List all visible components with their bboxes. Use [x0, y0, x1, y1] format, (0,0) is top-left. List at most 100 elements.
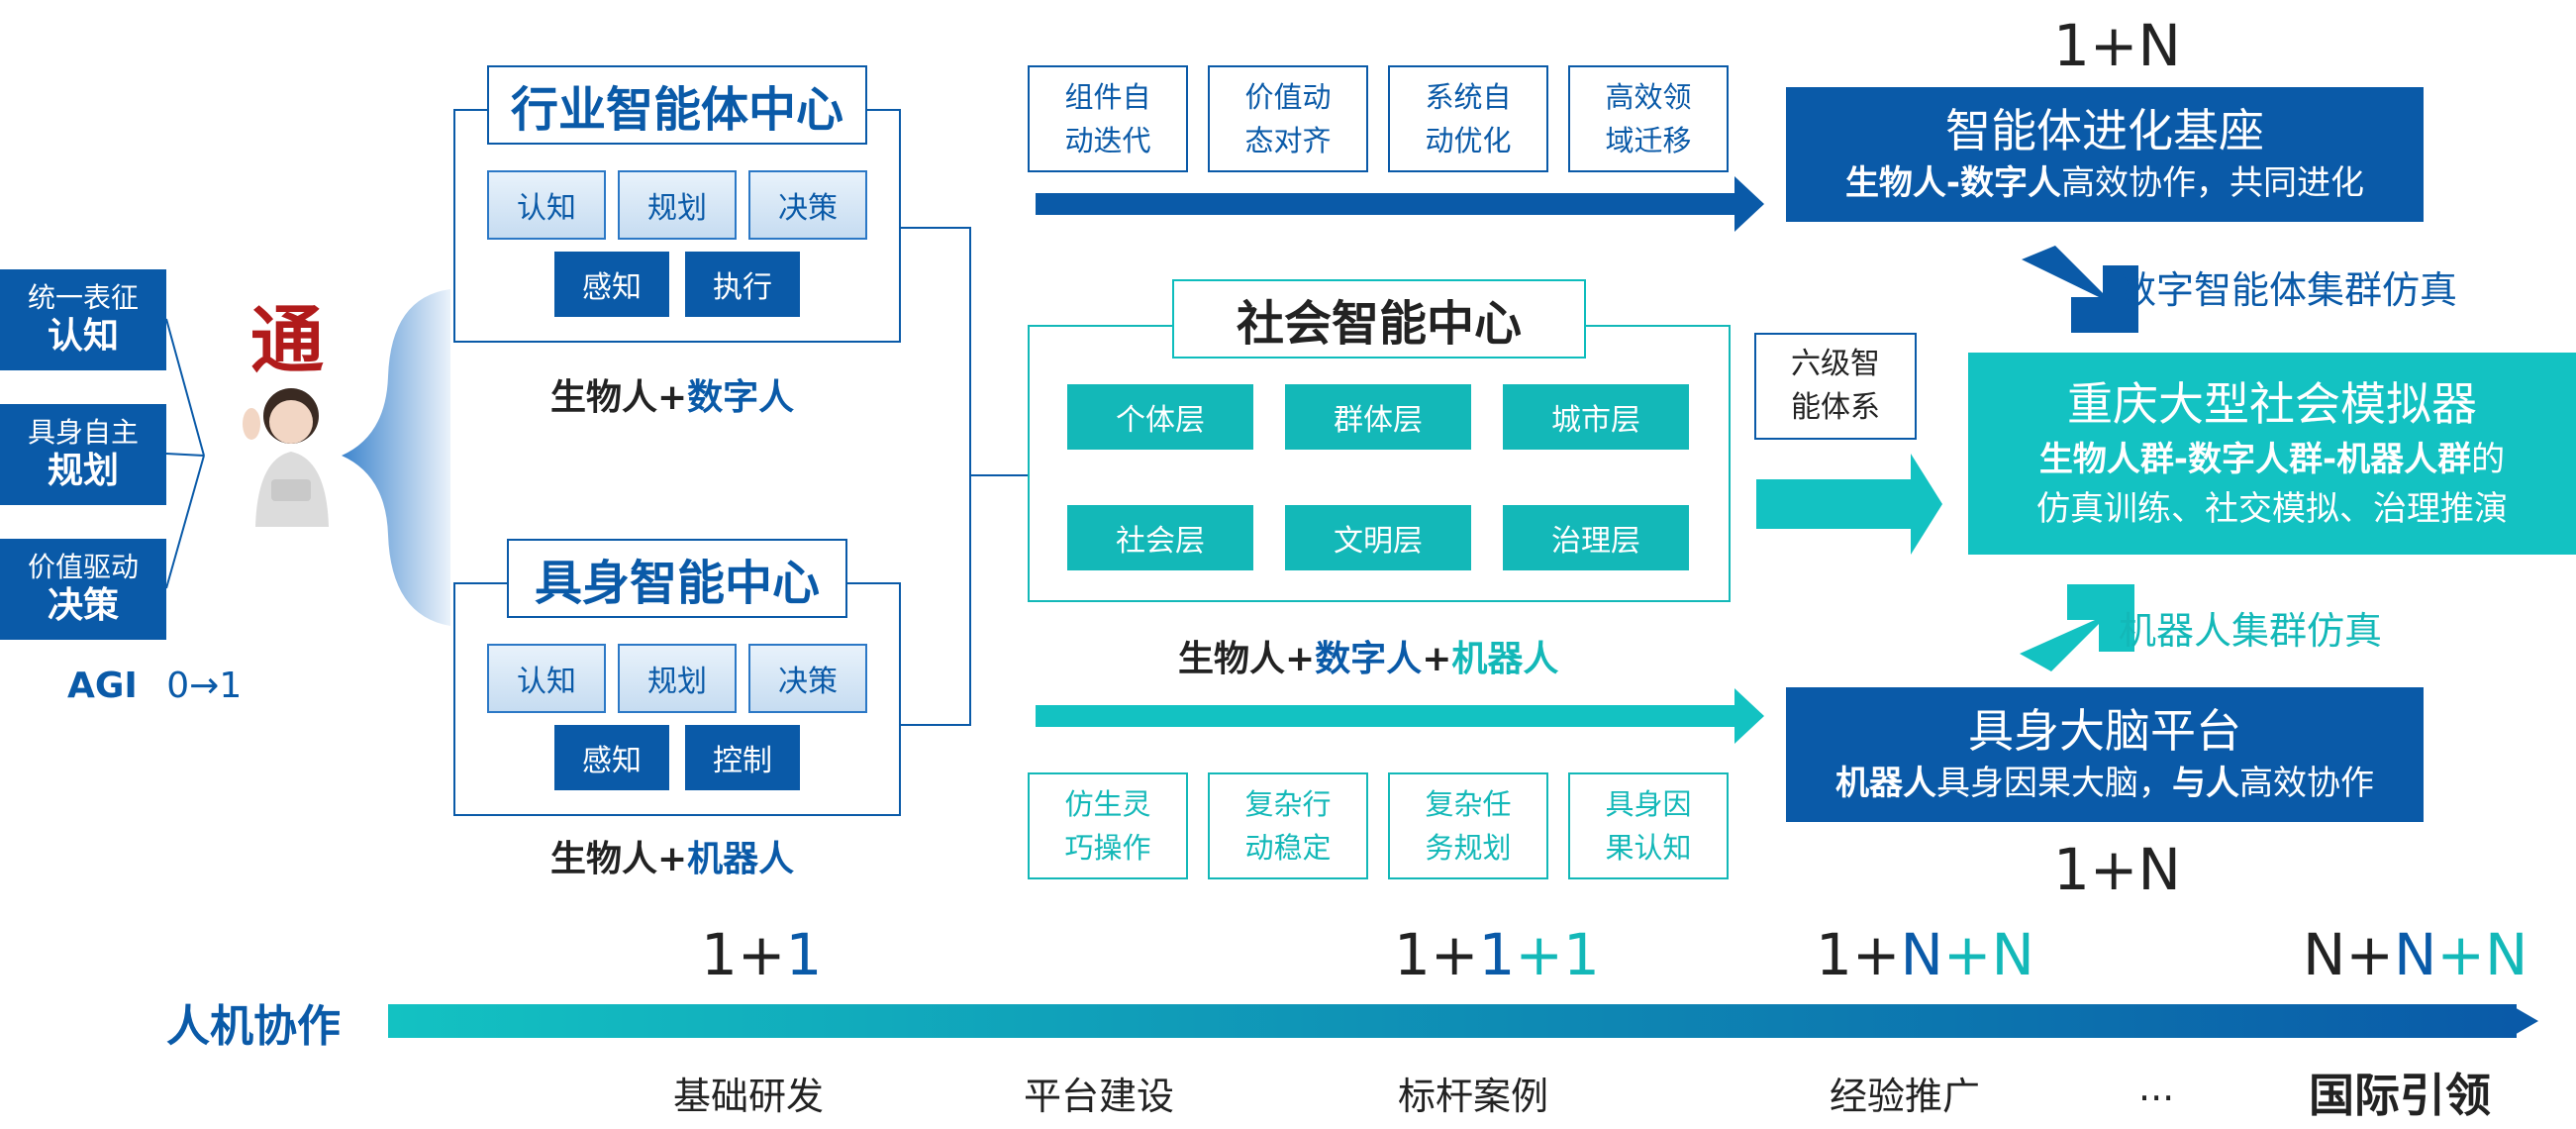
- embodied-caption: 生物人+机器人: [550, 830, 794, 881]
- industry-caption: 生物人+数字人: [550, 368, 794, 420]
- timeline-ratio-3: 1+N+N: [1816, 921, 2034, 988]
- simulator-box: 重庆大型社会模拟器 生物人群-数字人群-机器人群的 仿真训练、社交模拟、治理推演: [1968, 353, 2576, 555]
- stage-platform-building: 平台建设: [1024, 1075, 1175, 1118]
- timeline-ratio-4: N+N+N: [2303, 921, 2527, 988]
- embodied-btn-control: 控制: [685, 725, 800, 790]
- evolution-base-box: 智能体进化基座 生物人-数字人高效协作，共同进化: [1786, 87, 2424, 222]
- line-bold: 生物人群-数字人群-机器人群: [2038, 440, 2472, 479]
- embodied-center-title-text: 具身智能中心: [534, 556, 820, 611]
- layer-governance: 治理层: [1503, 505, 1689, 570]
- caption-part: 生物人+: [1178, 639, 1316, 679]
- caption-part: 数字人: [687, 377, 795, 418]
- agi-label-sub: 0→1: [166, 666, 243, 706]
- agi-item-big: 决策: [47, 585, 119, 626]
- line-rest: 的: [2471, 440, 2506, 479]
- social-center-title: 社会智能中心: [1172, 279, 1586, 359]
- bottom-tag: 仿生灵 巧操作: [1028, 772, 1188, 879]
- layer-individual: 个体层: [1067, 384, 1253, 450]
- layer-city: 城市层: [1503, 384, 1689, 450]
- caption-part: 机器人: [1451, 639, 1559, 679]
- stage-benchmark-cases: 标杆案例: [1398, 1075, 1549, 1118]
- evolution-base-title: 智能体进化基座: [1945, 104, 2264, 157]
- agi-item-small: 价值驱动: [27, 551, 139, 583]
- ratio-part: N: [2393, 921, 2437, 988]
- six-level-box: 六级智 能体系: [1754, 333, 1917, 440]
- ratio-part: 1+: [701, 921, 786, 988]
- industry-btn-cognition: 认知: [487, 170, 606, 240]
- evolution-base-sub: 生物人-数字人高效协作，共同进化: [1845, 159, 2364, 207]
- agi-item-big: 认知: [47, 316, 119, 357]
- industry-center-title-text: 行业智能体中心: [510, 82, 843, 138]
- brain-platform-title: 具身大脑平台: [1968, 704, 2241, 758]
- agi-item-big: 规划: [47, 451, 119, 491]
- agi-label: AGI 0→1: [67, 666, 242, 706]
- layer-society: 社会层: [1067, 505, 1253, 570]
- agi-label-main: AGI: [67, 666, 138, 706]
- simulator-title: 重庆大型社会模拟器: [2067, 377, 2477, 431]
- ratio-part: 1+: [1394, 921, 1479, 988]
- caption-part: 生物人+: [550, 839, 688, 879]
- brain-ratio: 1+N: [2053, 836, 2181, 903]
- timeline-label: 人机协作: [166, 1001, 341, 1052]
- caption-part: 生物人+: [550, 377, 688, 418]
- agi-item-small: 具身自主: [27, 416, 139, 449]
- embodied-btn-planning: 规划: [618, 644, 737, 713]
- industry-btn-execution: 执行: [685, 252, 800, 317]
- bottom-tag: 具身因 果认知: [1568, 772, 1729, 879]
- top-tag: 组件自 动迭代: [1028, 65, 1188, 172]
- sub-mid: 具身因果大脑，: [1936, 764, 2172, 803]
- tong-logo: 通: [228, 289, 347, 383]
- agi-item-cognition: 统一表征 认知: [0, 269, 166, 370]
- brain-platform-sub: 机器人具身因果大脑，与人高效协作: [1835, 760, 2374, 807]
- sub-bold: 与人: [2172, 764, 2239, 803]
- agi-item-planning: 具身自主 规划: [0, 404, 166, 505]
- sub-rest: 高效协作，共同进化: [2061, 163, 2365, 203]
- stage-ellipsis: ...: [2138, 1066, 2175, 1109]
- tong-logo-char: 通: [250, 297, 324, 383]
- agi-item-decision: 价值驱动 决策: [0, 539, 166, 640]
- ratio-part: N: [1900, 921, 1943, 988]
- top-tag: 价值动 态对齐: [1208, 65, 1368, 172]
- ratio-part: 1+: [1816, 921, 1901, 988]
- sub-bold: 生物人-数字人: [1844, 163, 2062, 203]
- industry-btn-decision: 决策: [748, 170, 867, 240]
- ratio-part: +1: [1515, 921, 1600, 988]
- ratio-part: +N: [1942, 921, 2034, 988]
- robot-sim-label: 机器人集群仿真: [2119, 609, 2383, 653]
- evolution-ratio: 1+N: [2053, 12, 2181, 79]
- top-tag: 高效领 域迁移: [1568, 65, 1729, 172]
- brain-platform-box: 具身大脑平台 机器人具身因果大脑，与人高效协作: [1786, 687, 2424, 822]
- embodied-btn-decision: 决策: [748, 644, 867, 713]
- ratio-part: N+: [2303, 921, 2394, 988]
- industry-btn-perception: 感知: [554, 252, 669, 317]
- timeline-ratio-1: 1+1: [701, 921, 822, 988]
- avatar-girl-icon: [234, 378, 343, 527]
- agi-item-small: 统一表征: [27, 281, 139, 314]
- caption-part: +: [1422, 639, 1452, 679]
- bottom-tag: 复杂任 务规划: [1388, 772, 1548, 879]
- layer-group: 群体层: [1285, 384, 1471, 450]
- layer-civilization: 文明层: [1285, 505, 1471, 570]
- top-tag: 系统自 动优化: [1388, 65, 1548, 172]
- ratio-part: 1: [1478, 921, 1516, 988]
- stage-international-leading: 国际引领: [2309, 1069, 2491, 1122]
- embodied-btn-cognition: 认知: [487, 644, 606, 713]
- social-center-title-text: 社会智能中心: [1236, 296, 1522, 352]
- ratio-part: +N: [2436, 921, 2528, 988]
- stage-experience-promotion: 经验推广: [1830, 1075, 1981, 1118]
- stage-basic-research: 基础研发: [673, 1075, 825, 1118]
- timeline-ratio-2: 1+1+1: [1394, 921, 1600, 988]
- industry-btn-planning: 规划: [618, 170, 737, 240]
- sub-bold: 机器人: [1835, 764, 1936, 803]
- digital-sim-label: 数字智能体集群仿真: [2119, 268, 2458, 312]
- embodied-center-title: 具身智能中心: [507, 539, 847, 618]
- simulator-line2: 仿真训练、社交模拟、治理推演: [2036, 489, 2508, 529]
- sub-rest: 高效协作: [2239, 764, 2374, 803]
- bottom-tag: 复杂行 动稳定: [1208, 772, 1368, 879]
- simulator-line1: 生物人群-数字人群-机器人群的: [2039, 435, 2505, 484]
- social-caption: 生物人+数字人+机器人: [1178, 630, 1558, 681]
- ratio-part: 1: [785, 921, 823, 988]
- caption-part: 机器人: [687, 839, 795, 879]
- embodied-btn-perception: 感知: [554, 725, 669, 790]
